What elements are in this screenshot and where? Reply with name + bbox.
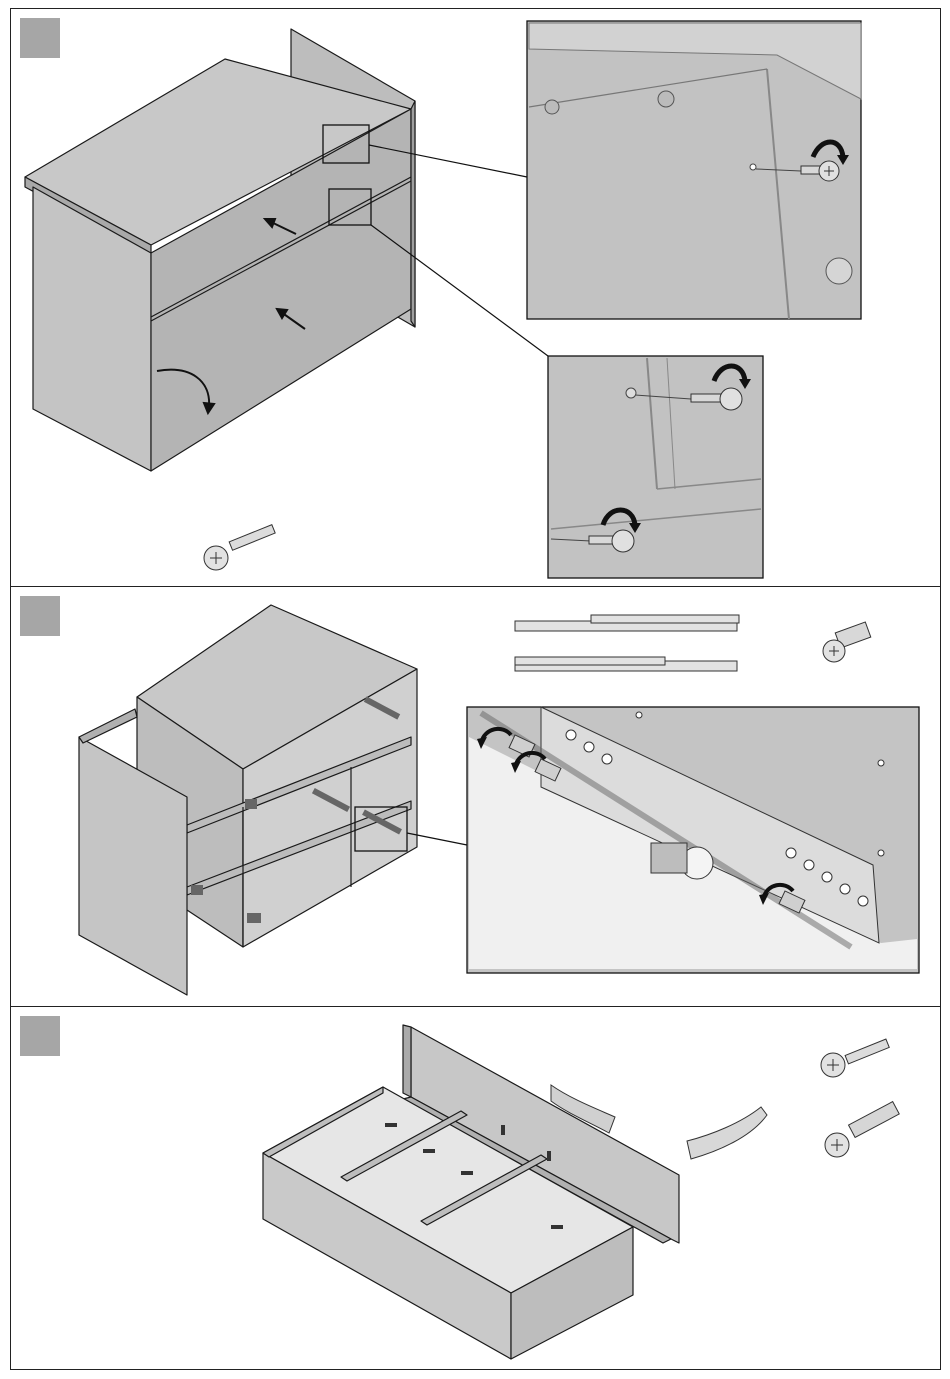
step-2-panel (10, 586, 941, 1007)
drawer-slide-icon (515, 615, 739, 671)
long-screw-icon (825, 1102, 899, 1157)
step-2-illustration (11, 587, 942, 1008)
zoom-detail-upper (527, 21, 861, 319)
screw-part-icon (204, 525, 275, 570)
step-3-panel (10, 1006, 941, 1370)
step-3-illustration (11, 1007, 942, 1371)
step-1-panel (10, 8, 941, 587)
short-screw-icon (821, 1039, 889, 1077)
zoom-detail-slide (467, 707, 919, 973)
zoom-detail-lower (548, 356, 763, 578)
step-1-illustration (11, 9, 942, 588)
euro-screw-icon (823, 622, 871, 662)
